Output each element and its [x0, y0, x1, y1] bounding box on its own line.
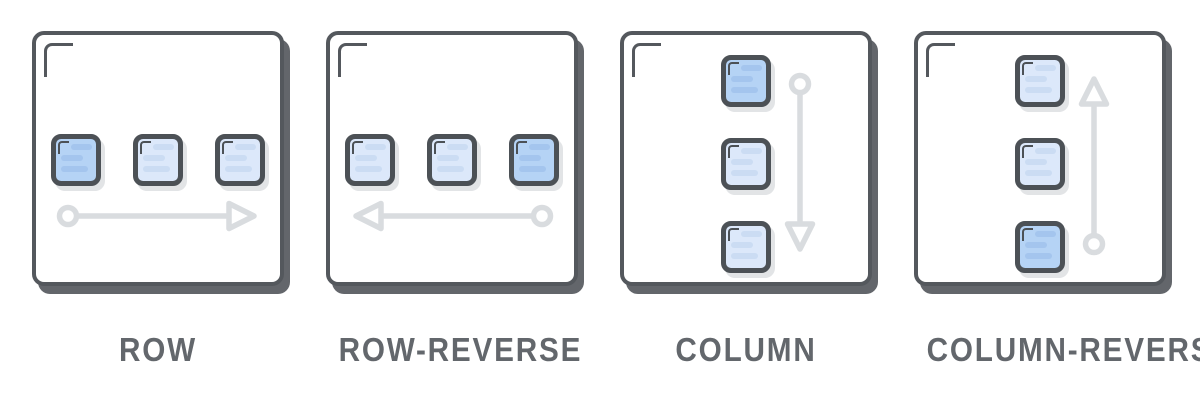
panel-row-reverse	[326, 31, 578, 286]
text-line	[225, 166, 252, 172]
text-line	[1035, 148, 1056, 154]
panel-column	[620, 31, 872, 286]
items-container	[36, 134, 280, 186]
direction-arrow	[782, 72, 818, 256]
text-line	[519, 166, 546, 172]
text-line	[1025, 87, 1052, 93]
direction-arrow	[330, 198, 574, 234]
text-line	[741, 148, 762, 154]
items-container	[330, 134, 574, 186]
items-container	[918, 55, 1162, 273]
text-line	[1035, 65, 1056, 71]
panel-row	[32, 31, 284, 286]
flex-item	[215, 134, 265, 186]
flex-item	[721, 221, 771, 273]
text-line	[1035, 231, 1056, 237]
card-corner-mark-icon	[44, 43, 73, 77]
arrow-right-icon	[56, 200, 257, 232]
item-corner-mark-icon	[1022, 145, 1033, 158]
flex-item	[1015, 55, 1065, 107]
text-line	[437, 155, 459, 161]
text-line	[61, 166, 88, 172]
text-line	[355, 166, 382, 172]
text-line	[153, 144, 174, 150]
item-corner-mark-icon	[516, 141, 527, 154]
text-line	[143, 166, 170, 172]
item-corner-mark-icon	[140, 141, 151, 154]
text-line	[61, 155, 83, 161]
text-line	[1025, 242, 1047, 248]
item-corner-mark-icon	[352, 141, 363, 154]
text-line	[143, 155, 165, 161]
text-line	[235, 144, 256, 150]
text-line	[1025, 159, 1047, 165]
text-line	[355, 155, 377, 161]
flex-item	[345, 134, 395, 186]
panel-labels: ROW ROW-REVERSE COLUMN COLUMN-REVERSE	[32, 331, 1200, 368]
label-row: ROW	[119, 331, 197, 368]
text-line	[731, 76, 753, 82]
flex-item	[133, 134, 183, 186]
flex-item	[1015, 138, 1065, 190]
flex-item-active	[1015, 221, 1065, 273]
item-corner-mark-icon	[58, 141, 69, 154]
item-corner-mark-icon	[1022, 228, 1033, 241]
items-container	[624, 55, 868, 273]
label-column: COLUMN	[675, 331, 817, 368]
direction-arrow	[36, 198, 280, 234]
label-row-reverse: ROW-REVERSE	[338, 331, 583, 368]
panel-column-reverse	[914, 31, 1166, 286]
text-line	[731, 159, 753, 165]
item-corner-mark-icon	[434, 141, 445, 154]
text-line	[731, 170, 758, 176]
text-line	[365, 144, 386, 150]
text-line	[529, 144, 550, 150]
label-column-reverse: COLUMN-REVERSE	[926, 331, 1200, 368]
flex-item-active	[51, 134, 101, 186]
card-corner-mark-icon	[338, 43, 367, 77]
item-corner-mark-icon	[728, 228, 739, 241]
text-line	[437, 166, 464, 172]
text-line	[447, 144, 468, 150]
text-line	[225, 155, 247, 161]
item-corner-mark-icon	[222, 141, 233, 154]
flex-item	[721, 138, 771, 190]
text-line	[1025, 76, 1047, 82]
text-line	[731, 253, 758, 259]
text-line	[71, 144, 92, 150]
arrow-down-icon	[784, 72, 816, 252]
item-corner-mark-icon	[728, 145, 739, 158]
direction-arrow	[1076, 72, 1112, 256]
card-corner-mark-icon	[926, 43, 955, 77]
item-corner-mark-icon	[728, 62, 739, 75]
text-line	[1025, 253, 1052, 259]
flex-item-active	[509, 134, 559, 186]
text-line	[519, 155, 541, 161]
item-corner-mark-icon	[1022, 62, 1033, 75]
text-line	[731, 242, 753, 248]
text-line	[741, 231, 762, 237]
arrow-left-icon	[353, 200, 554, 232]
arrow-up-icon	[1078, 76, 1110, 256]
text-line	[741, 65, 762, 71]
flex-item-active	[721, 55, 771, 107]
text-line	[731, 87, 758, 93]
text-line	[1025, 170, 1052, 176]
card-corner-mark-icon	[632, 43, 661, 77]
flex-item	[427, 134, 477, 186]
flex-direction-panels	[32, 31, 1166, 286]
